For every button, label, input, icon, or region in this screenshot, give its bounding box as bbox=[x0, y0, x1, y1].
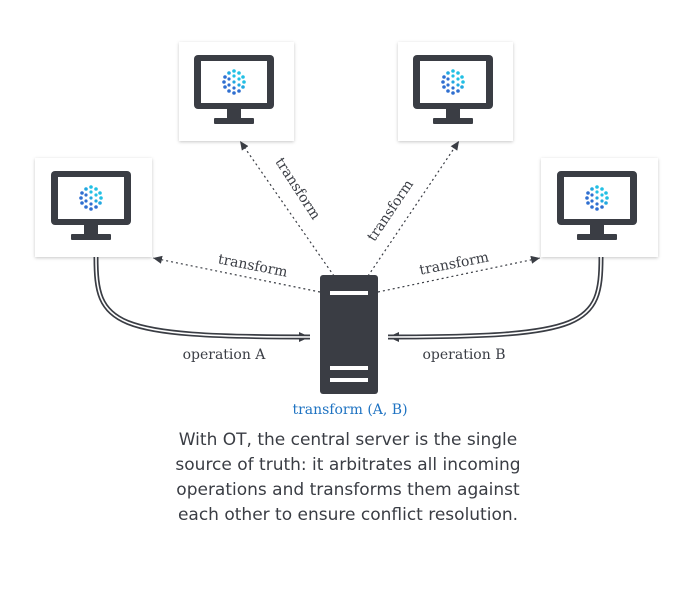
operation-b-label: operation B bbox=[422, 347, 505, 363]
transform-arrows bbox=[152, 140, 541, 293]
operation-arrow-a bbox=[93, 256, 311, 342]
client-card-top-right bbox=[398, 42, 513, 141]
server-icon bbox=[320, 275, 378, 394]
caption: With OT, the central server is the singl… bbox=[98, 428, 598, 528]
transform-label-top-right: transform bbox=[364, 177, 417, 244]
transform-arrow-top-right bbox=[367, 140, 460, 277]
caption-line: With OT, the central server is the singl… bbox=[178, 430, 518, 450]
client-card-left bbox=[35, 158, 152, 257]
caption-line: operations and transforms them against bbox=[176, 480, 520, 500]
caption-line: each other to ensure conflict resolution… bbox=[177, 505, 519, 525]
transform-label-right: transform bbox=[418, 249, 490, 278]
transform-arrow-left bbox=[152, 255, 321, 293]
transform-label-left: transform bbox=[217, 251, 289, 280]
transform-label-top-left: transform bbox=[271, 155, 323, 223]
client-card-top-left bbox=[179, 42, 294, 141]
operation-arrow-b bbox=[387, 256, 604, 342]
server-transform-label: transform (A, B) bbox=[292, 402, 407, 418]
client-card-right bbox=[541, 158, 658, 257]
operation-a-label: operation A bbox=[183, 347, 267, 363]
caption-line: source of truth: it arbitrates all incom… bbox=[175, 455, 521, 475]
